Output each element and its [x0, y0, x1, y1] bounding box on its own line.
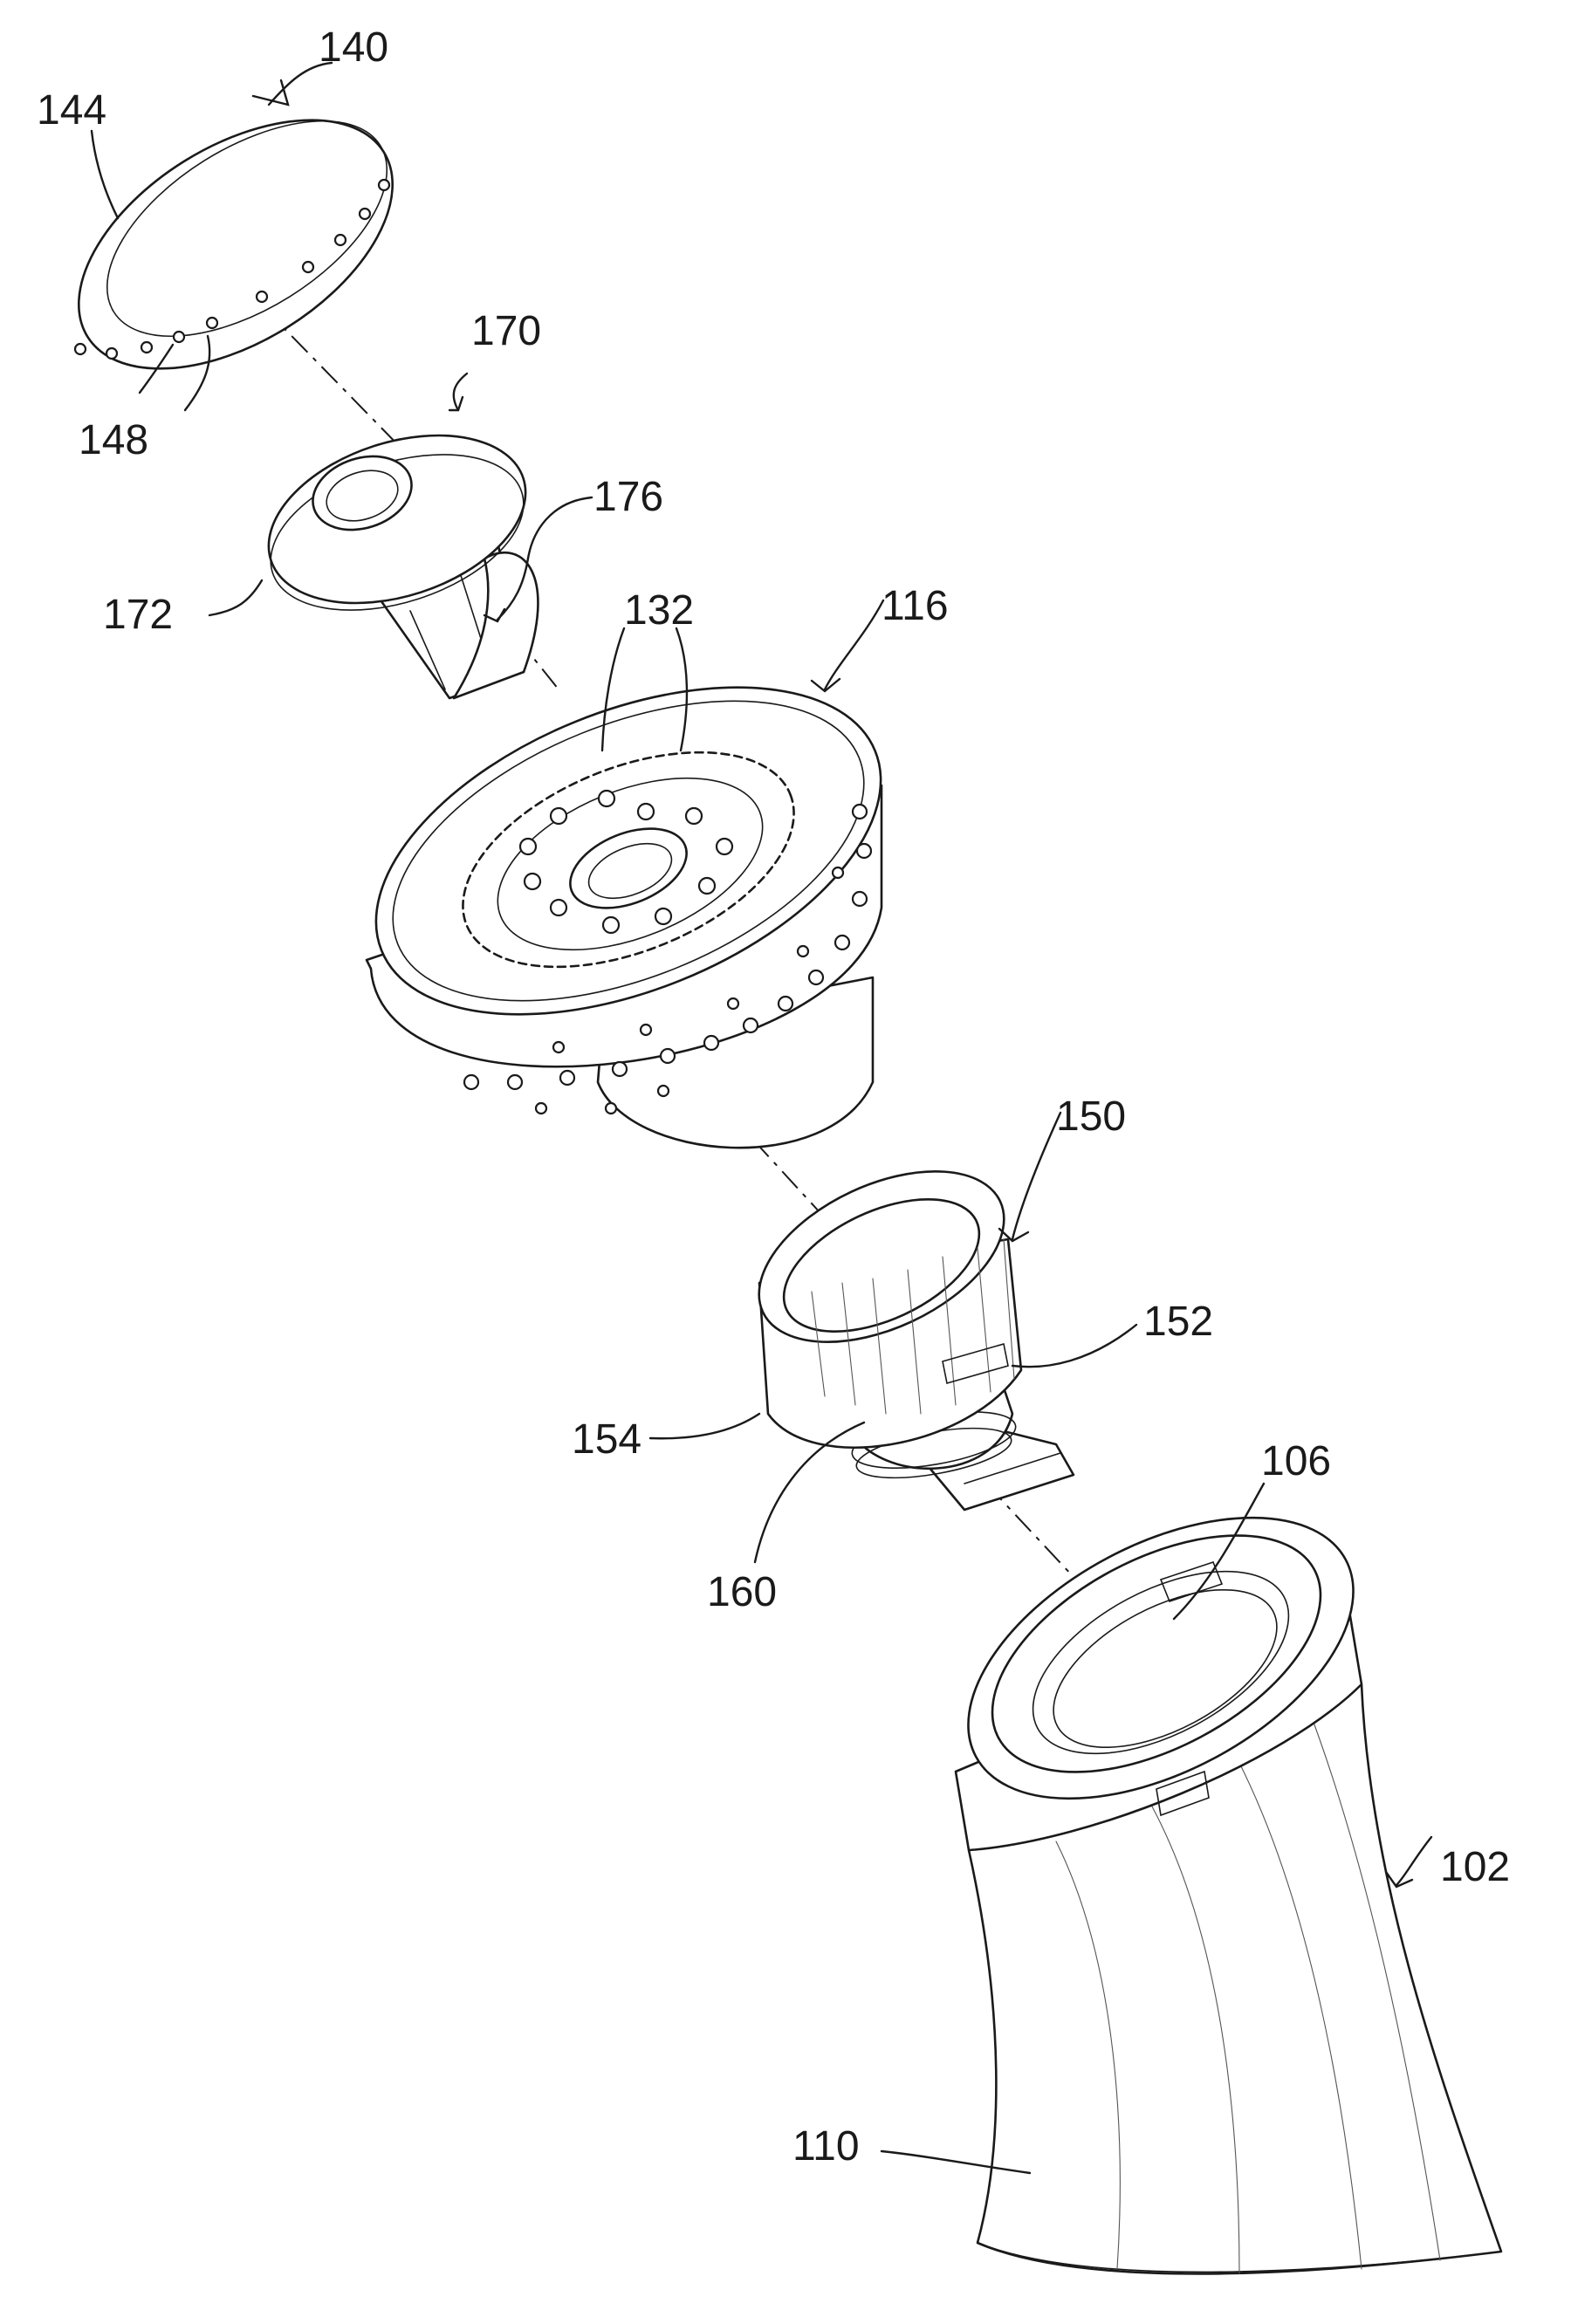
label-154: 154: [572, 1416, 641, 1463]
label-172: 172: [103, 592, 173, 638]
label-170: 170: [471, 308, 541, 354]
label-110: 110: [792, 2123, 860, 2170]
label-150: 150: [1056, 1093, 1126, 1140]
part-102-housing: [923, 1460, 1501, 2274]
label-160: 160: [707, 1569, 777, 1615]
label-152: 152: [1143, 1299, 1213, 1345]
label-102: 102: [1440, 1844, 1510, 1890]
label-116: 116: [882, 583, 949, 629]
label-106: 106: [1261, 1438, 1331, 1484]
label-140: 140: [319, 24, 388, 71]
label-132: 132: [624, 587, 694, 634]
part-150-coupling: [732, 1136, 1074, 1510]
label-176: 176: [593, 474, 663, 520]
part-116-spray-body: [329, 621, 927, 1148]
label-148: 148: [79, 417, 148, 463]
label-144: 144: [37, 87, 106, 134]
part-170-valve-insert: [247, 405, 547, 698]
